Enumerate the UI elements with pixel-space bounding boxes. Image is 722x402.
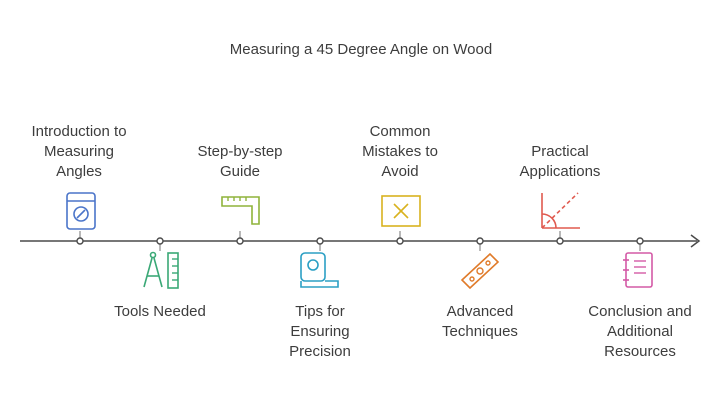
timeline-node <box>316 237 324 245</box>
tape-measure-icon <box>300 252 339 288</box>
step-label-tools-needed: Tools Needed <box>114 303 206 320</box>
timeline-node <box>76 237 84 245</box>
timeline-node <box>636 237 644 245</box>
timeline-node <box>236 237 244 245</box>
step-label-advanced-techniques: Advanced Techniques <box>442 303 518 340</box>
step-label-step-by-step-guide: Step-by-step Guide <box>197 143 283 180</box>
step-label-practical-applications: Practical Applications <box>519 143 601 180</box>
protractor-icon <box>66 192 96 230</box>
step-label-introduction: Introduction to Measuring Angles <box>31 123 127 180</box>
timeline-node <box>156 237 164 245</box>
step-label-conclusion: Conclusion and Additional Resources <box>588 303 692 360</box>
diagram-title: Measuring a 45 Degree Angle on Wood <box>229 41 493 58</box>
timeline-node <box>476 237 484 245</box>
x-mark-icon <box>381 195 421 227</box>
timeline-arrowhead <box>690 234 701 248</box>
spirit-level-icon <box>460 252 500 290</box>
timeline-node <box>396 237 404 245</box>
angle-icon <box>541 192 580 229</box>
carpenter-square-icon <box>221 196 260 225</box>
notebook-icon <box>623 252 653 288</box>
compass-ruler-icon <box>143 251 179 289</box>
step-label-tips-precision: Tips for Ensuring Precision <box>289 303 351 360</box>
step-label-common-mistakes: Common Mistakes to Avoid <box>362 123 438 180</box>
timeline-node <box>556 237 564 245</box>
